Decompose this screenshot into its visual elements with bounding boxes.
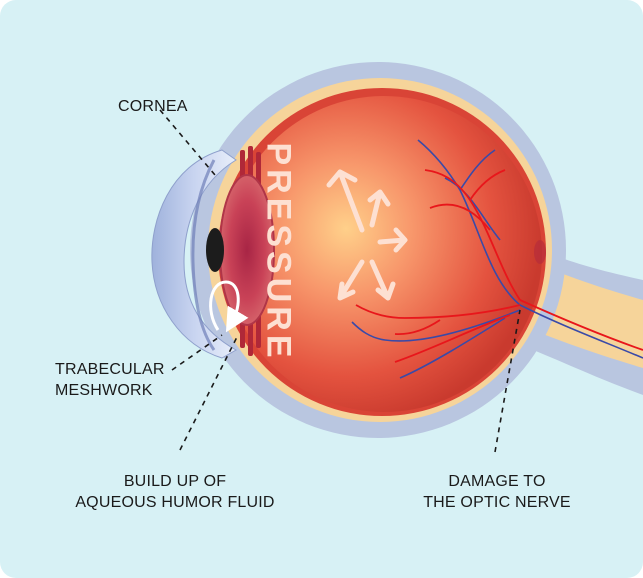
damage-leader bbox=[494, 309, 521, 453]
retinal-arteries bbox=[355, 169, 643, 363]
retinal-veins bbox=[351, 139, 521, 379]
buildup-leader bbox=[179, 334, 239, 451]
optic-vessels-out bbox=[519, 304, 643, 359]
leader-lines bbox=[159, 109, 521, 453]
cornea-inner-edge bbox=[191, 159, 216, 351]
pupil bbox=[206, 228, 224, 272]
cornea bbox=[151, 149, 238, 359]
trabecular-meshwork-label: TRABECULAR MESHWORK bbox=[55, 361, 165, 399]
cornea-label: CORNEA bbox=[118, 98, 188, 115]
pressure-arrows bbox=[326, 169, 408, 301]
cornea-leader bbox=[159, 109, 216, 176]
trabecular-leader bbox=[171, 334, 223, 371]
aqueous-flow-arrow bbox=[209, 280, 249, 333]
optic-nerve-damage-label: DAMAGE TO THE OPTIC NERVE bbox=[423, 473, 571, 511]
optic-disc bbox=[534, 240, 546, 264]
aqueous-buildup-label: BUILD UP OF AQUEOUS HUMOR FLUID bbox=[75, 473, 275, 511]
eye-interior bbox=[226, 96, 542, 412]
